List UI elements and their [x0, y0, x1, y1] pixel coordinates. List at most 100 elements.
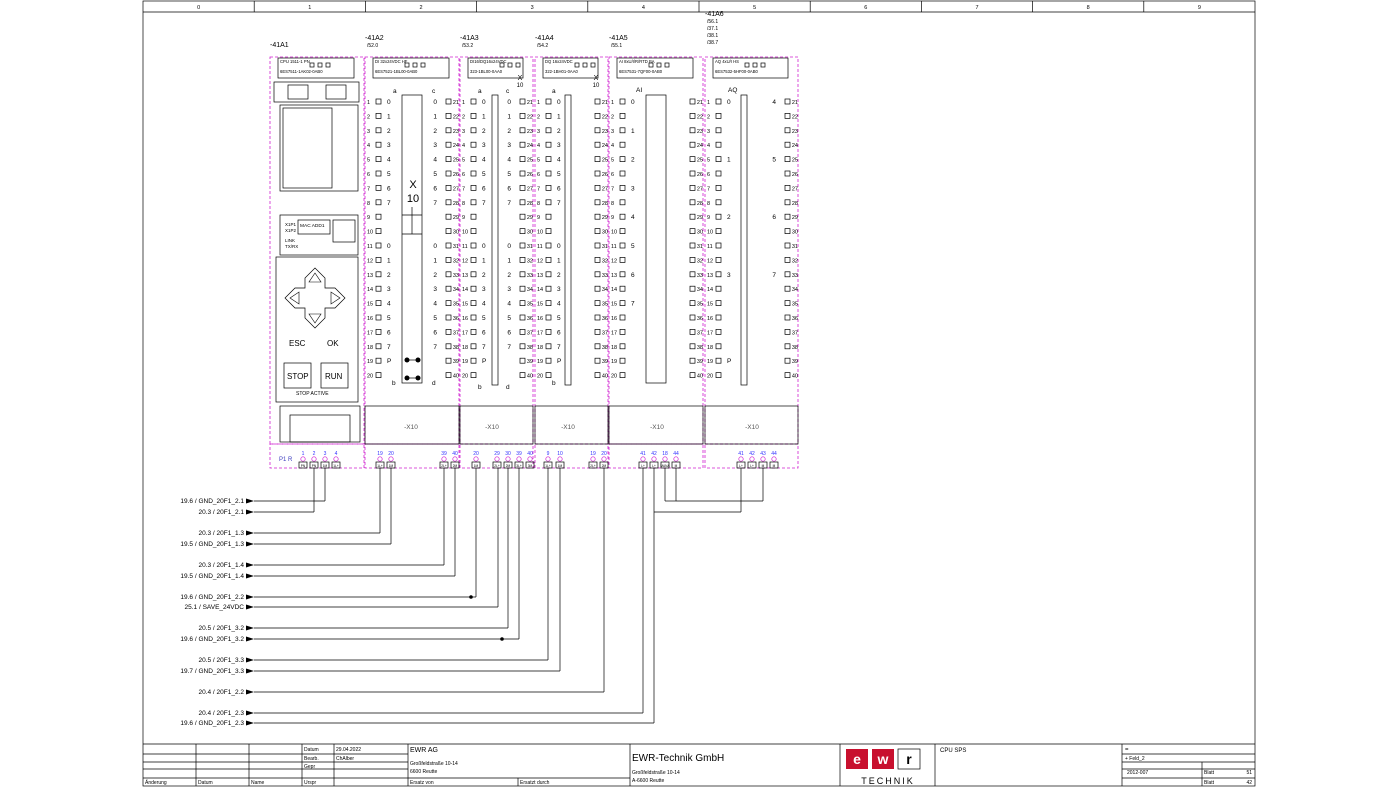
- module-base: [364, 405, 460, 445]
- pin-led: [619, 329, 626, 335]
- connector-strip: [401, 94, 423, 384]
- pin-led: [619, 343, 626, 350]
- channel-label: 5: [507, 315, 511, 322]
- channel-label: 2: [387, 272, 391, 279]
- pin-number: 13: [367, 273, 373, 279]
- module-order: 6ES7531-7QF00-0AB0: [619, 69, 663, 74]
- pin-led: [784, 343, 791, 350]
- pin-number: 21: [527, 100, 533, 106]
- pin-number: 31: [527, 244, 533, 250]
- channel-label: 3: [631, 185, 635, 192]
- pin-number: 15: [707, 302, 713, 308]
- ruler-label: 9: [1198, 5, 1201, 11]
- pin-number: 24: [527, 143, 533, 149]
- plate-led: [404, 62, 410, 68]
- pin-number: 22: [453, 114, 459, 120]
- pin-led: [689, 228, 696, 234]
- channel-label: 4: [433, 301, 437, 308]
- pin-number: 21: [792, 100, 798, 106]
- channel-label: 1: [387, 257, 391, 264]
- pin-led: [519, 329, 526, 335]
- cpu-status-label: TX/RX: [285, 244, 298, 249]
- pin-led: [784, 156, 791, 162]
- terminal-circle: [590, 456, 596, 462]
- pin-number: 1: [611, 100, 614, 106]
- cpu-top-slot: [325, 84, 347, 100]
- pin-led: [545, 98, 552, 105]
- pin-led: [784, 257, 791, 263]
- logo-e: e: [853, 751, 861, 767]
- pin-number: 20: [611, 374, 617, 380]
- pin-number: 13: [611, 273, 617, 279]
- pin-led: [470, 156, 477, 162]
- channel-label: 7: [433, 344, 437, 351]
- tb-text: Großfeldstraße 10-14: [410, 761, 458, 767]
- pin-number: 21: [602, 100, 608, 106]
- tb-text: Ersatz von: [410, 780, 434, 786]
- plate-led: [412, 62, 418, 68]
- arrow-icon: [246, 541, 254, 547]
- pin-led: [445, 329, 452, 335]
- pin-number: 7: [537, 186, 540, 192]
- channel-label: 4: [387, 301, 391, 308]
- pin-number: 28: [527, 201, 533, 207]
- pin-led: [445, 185, 452, 191]
- connector-label: -X10: [650, 424, 664, 431]
- channel-label: 0: [433, 243, 437, 250]
- tb-text: Bearb.: [304, 756, 319, 762]
- pin-led: [375, 257, 382, 263]
- pin-number: 6: [367, 172, 370, 178]
- pin-led: [545, 185, 552, 191]
- channel-label: 5: [482, 315, 486, 322]
- pin-led: [689, 127, 696, 134]
- run-label: RUN: [325, 372, 343, 381]
- channel-label: 4: [507, 301, 511, 308]
- column-aq: AQ: [728, 87, 737, 94]
- pin-number: 27: [453, 186, 459, 192]
- module-plate: [712, 57, 789, 79]
- module-name: AI 8xU/I/R/RTD BA: [619, 59, 655, 64]
- pin-led: [689, 242, 696, 249]
- pin-number: 34: [453, 287, 459, 293]
- terminal-name: L+: [652, 464, 656, 468]
- ruler-label: 6: [864, 5, 867, 11]
- terminal-name: 1L+: [377, 464, 383, 468]
- tb-text: 51: [1246, 770, 1252, 776]
- terminal-number: 41: [738, 451, 744, 457]
- pin-number: 5: [462, 158, 465, 164]
- pin-led: [519, 357, 526, 364]
- cpu-top-bar: [273, 81, 360, 103]
- channel-label: 3: [482, 142, 486, 149]
- pin-number: 9: [462, 215, 465, 221]
- channel-label: 0: [482, 99, 486, 106]
- pin-number: 26: [453, 172, 459, 178]
- plate-led: [752, 62, 758, 68]
- pin-number: 18: [367, 345, 373, 351]
- tb-text: Großfeldstraße 10-14: [632, 770, 680, 776]
- terminal-number: 42: [749, 451, 755, 457]
- channel-label: 1: [482, 113, 486, 120]
- module-tag: -41A2: [365, 35, 384, 42]
- pin-number: 30: [792, 230, 798, 236]
- pin-led: [519, 113, 526, 119]
- pin-number: 6: [611, 172, 614, 178]
- esc-key: ESC: [289, 339, 306, 348]
- terminal-name: 2L+: [441, 464, 447, 468]
- pin-led: [375, 113, 382, 119]
- pin-led: [784, 329, 791, 335]
- pin-led: [545, 300, 552, 306]
- pin-number: 9: [611, 215, 614, 221]
- pin-number: 24: [602, 143, 608, 149]
- terminal-name: 2M: [453, 464, 458, 468]
- channel-label: 1: [482, 257, 486, 264]
- tb-text: Blatt: [1204, 770, 1215, 776]
- pin-number: 2: [367, 114, 370, 120]
- terminal-circle: [300, 456, 306, 462]
- pin-led: [784, 372, 791, 378]
- arrow-icon: [246, 657, 254, 663]
- connector-strip: [491, 94, 499, 386]
- arrow-icon: [246, 594, 254, 600]
- channel-label: 4: [557, 301, 561, 308]
- channel-label: 2: [433, 128, 437, 135]
- pin-led: [784, 213, 791, 220]
